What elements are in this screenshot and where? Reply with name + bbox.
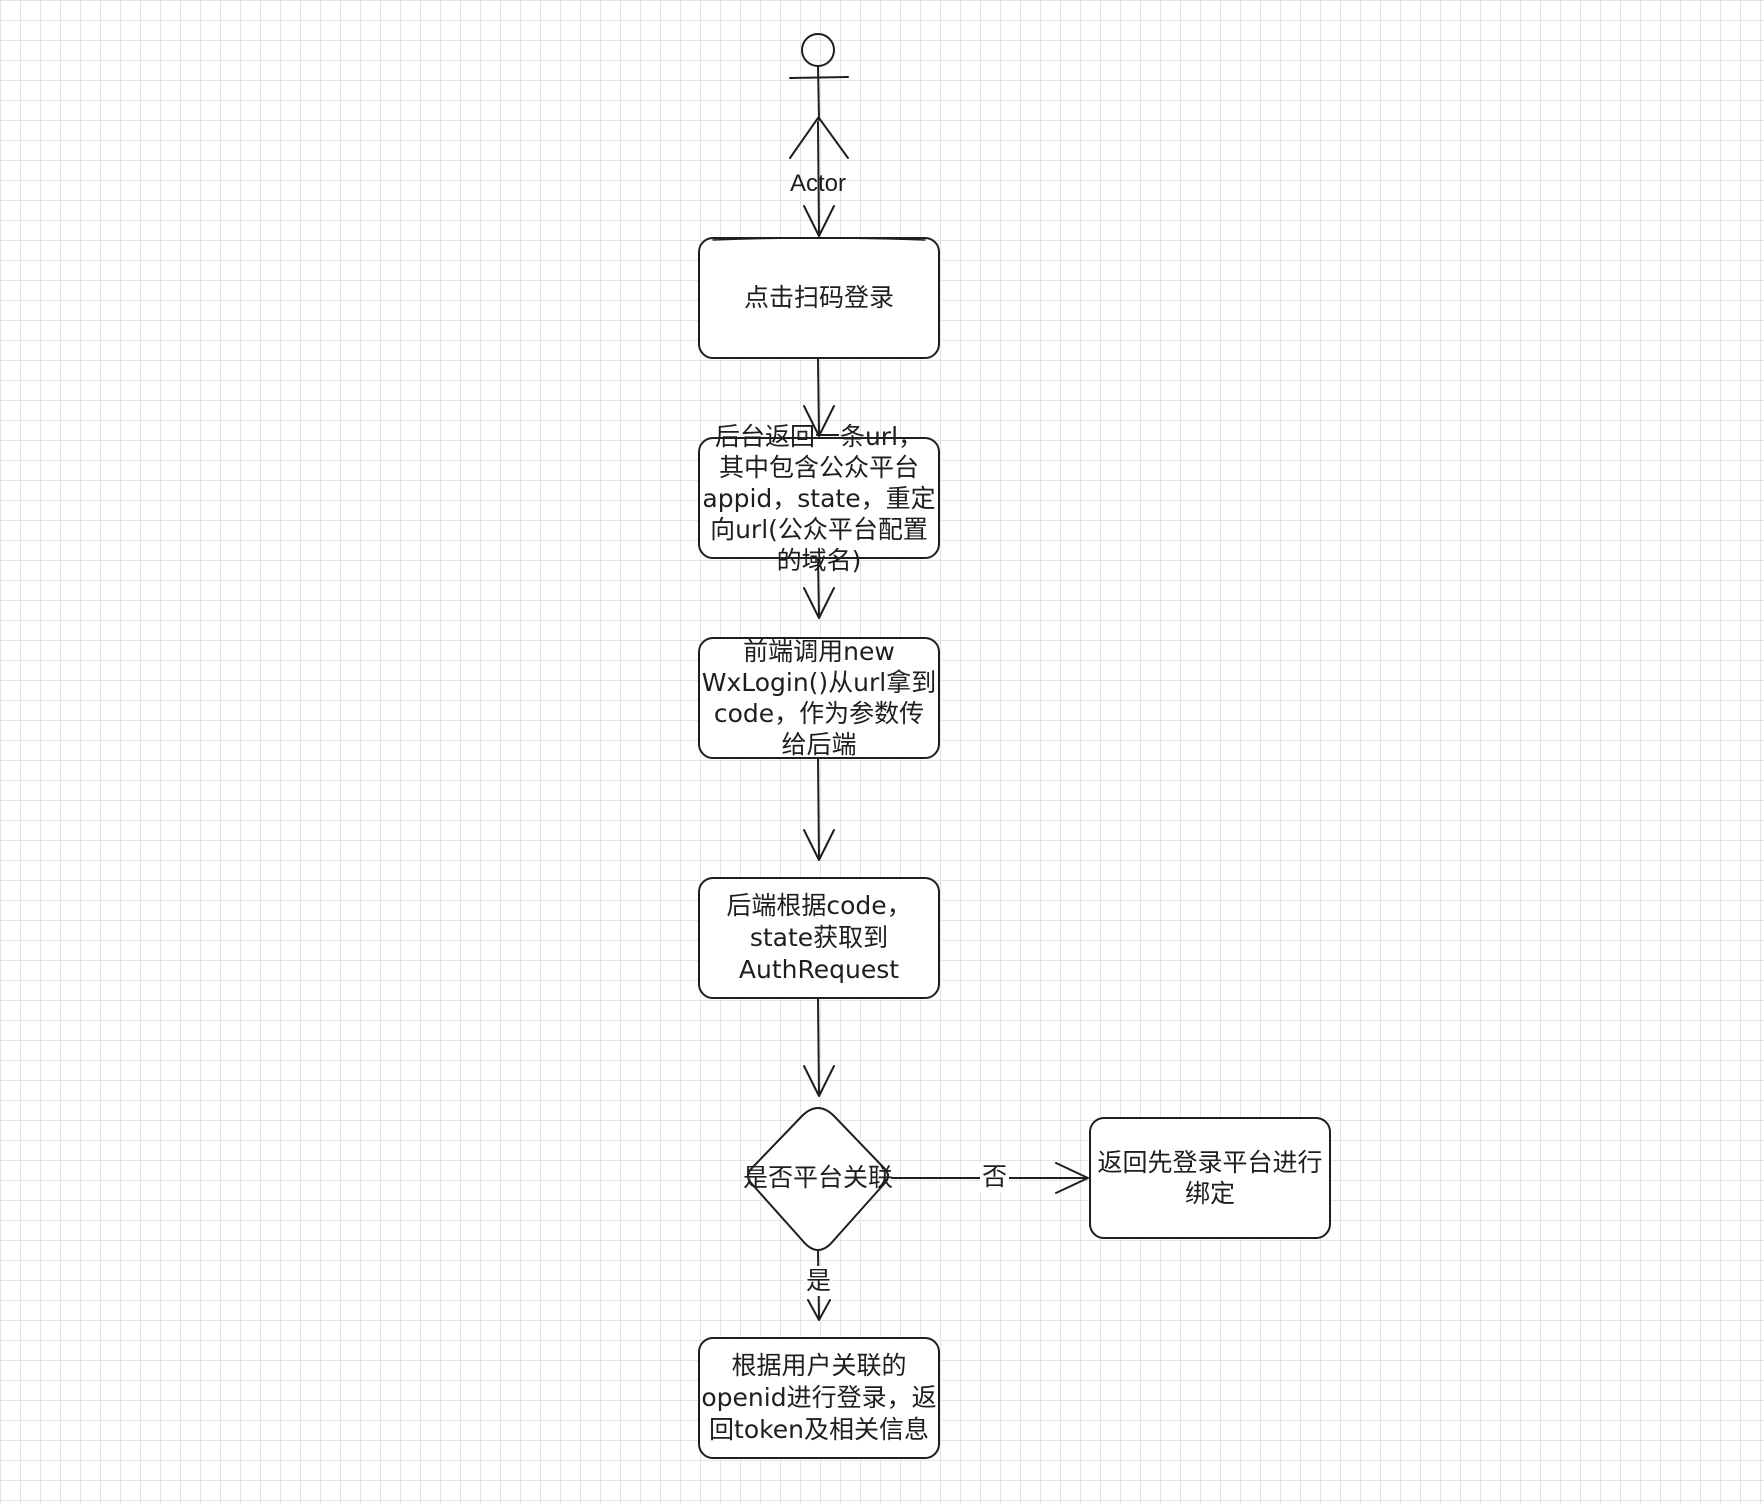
sketch-stroke-decor (712, 237, 926, 241)
arrow-head-icon (803, 405, 835, 437)
node-click-scan-label: 点击扫码登录 (743, 283, 894, 312)
edge-frontend-to-auth[interactable] (803, 757, 835, 861)
actor-label: Actor (789, 170, 846, 197)
edge-line (817, 557, 820, 617)
actor-figure[interactable] (789, 33, 849, 159)
edge-line (817, 757, 820, 859)
arrow-head-icon (803, 1065, 835, 1097)
node-frontend-call-label: 前端调用new WxLogin()从url拿到 code，作为参数传 给后端 (701, 637, 937, 759)
edge-auth-to-decision[interactable] (803, 997, 835, 1097)
edge-no-label: 否 (980, 1162, 1010, 1192)
node-bind-first-label: 返回先登录平台进行 绑定 (1097, 1148, 1323, 1208)
edge-line (817, 357, 820, 435)
actor-head (801, 33, 835, 67)
actor-arms (789, 76, 849, 79)
node-bind-first-box[interactable] (1089, 1117, 1331, 1239)
arrow-head-icon (803, 587, 835, 619)
node-login-return-label: 根据用户关联的 openid进行登录，返 回token及相关信息 (701, 1351, 937, 1444)
node-login-return-box[interactable] (698, 1337, 940, 1459)
edge-yes-label: 是 (804, 1266, 834, 1296)
arrow-head-icon (803, 829, 835, 861)
arrow-head-icon (1055, 1162, 1089, 1194)
edge-line (817, 121, 820, 235)
node-backend-url-label: 后台返回一条url， 其中包含公众平台 appid，state，重定 向url(… (702, 421, 936, 575)
actor-legs (789, 117, 849, 159)
arrow-head-icon (803, 205, 835, 237)
arrow-head-icon (807, 1299, 831, 1321)
edge-backend-to-frontend[interactable] (803, 557, 835, 619)
node-backend-auth-label: 后端根据code， state获取到 AuthRequest (726, 891, 912, 984)
node-decision-label: 是否平台关联 (742, 1163, 893, 1192)
edge-click-to-backend[interactable] (803, 357, 835, 437)
actor-body (817, 65, 820, 121)
edge-line (817, 997, 820, 1095)
edge-actor-to-click[interactable] (803, 121, 835, 237)
